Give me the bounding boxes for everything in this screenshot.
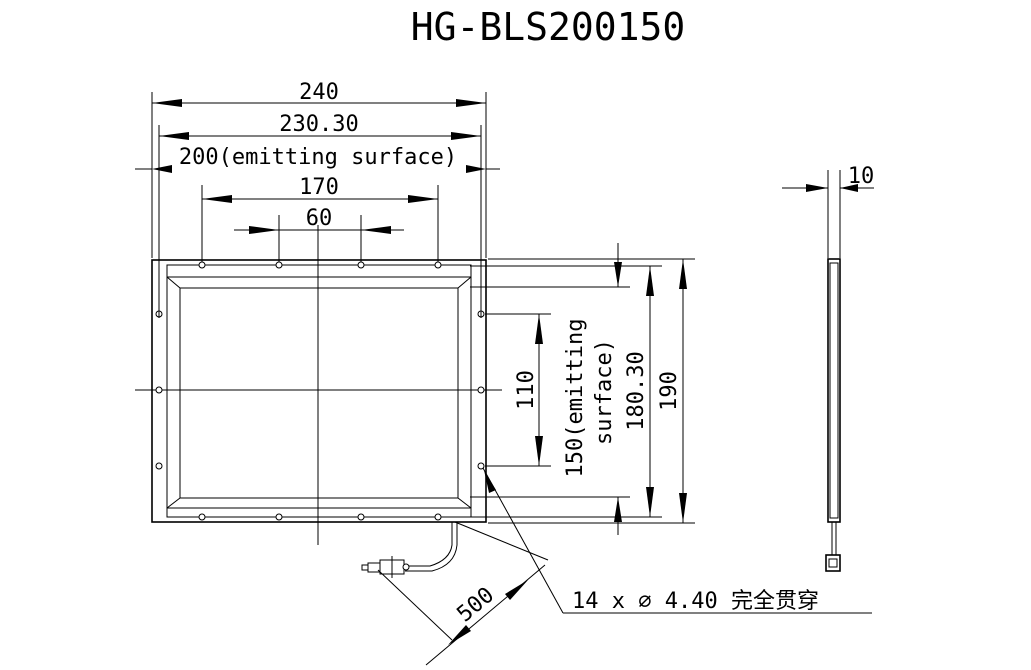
panel-outline [151,259,487,523]
dim-hole-span-inner: 60 [306,206,333,231]
bevel-bl [166,497,181,509]
dim-height-overall: 190 [657,371,682,411]
dim-width-frame: 230.30 [279,112,358,137]
cable-length-dimension: 500 [377,521,549,666]
emitting-surface [179,287,459,499]
drawing-title: HG-BLS200150 [411,5,686,49]
bevel-tl [166,276,181,289]
hole-note: 14 x ∅ 4.40 完全贯穿 [482,467,872,614]
dim-height-emitting-2: surface) [592,339,617,445]
bevel-br [457,497,472,509]
side-view: 10 [782,164,875,572]
dim-hole-span-outer: 170 [299,175,339,200]
bevel-tr [457,276,472,289]
dim-width-emitting: 200(emitting surface) [179,145,457,170]
side-panel [827,258,841,523]
side-connector [825,554,841,572]
dim-cable-length: 500 [453,583,500,628]
dim-thickness: 10 [848,164,875,189]
front-view [135,225,502,578]
dim-height-hole-span: 110 [514,370,539,410]
dim-height-emitting-1: 150(emitting [563,319,588,478]
dim-height-frame: 180.30 [624,351,649,430]
horizontal-dimensions: 240 230.30 200(emitting surface) 170 60 [135,80,500,318]
hole-note-text: 14 x ∅ 4.40 完全贯穿 [572,589,819,614]
cable-connector [361,522,458,578]
frame-outer [166,264,472,518]
vertical-dimensions: 110 150(emitting surface) 180.30 190 [470,243,695,535]
dim-width-overall: 240 [299,80,339,105]
mounting-holes [155,261,485,521]
